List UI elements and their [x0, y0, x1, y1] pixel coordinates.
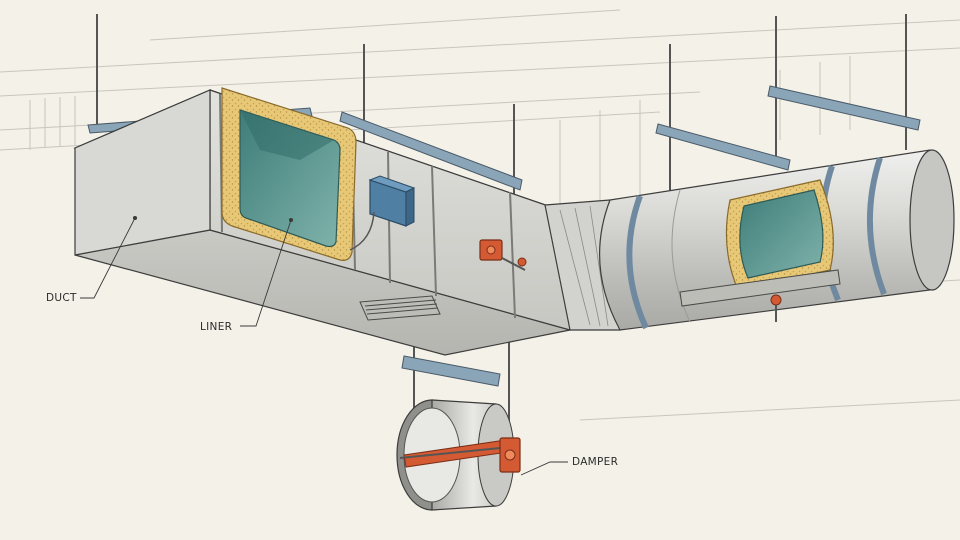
- liner-cutaway: [221, 87, 357, 261]
- callout-leaders: [80, 215, 568, 476]
- duct-label: DUCT: [46, 292, 77, 304]
- junction-box: [349, 175, 416, 251]
- damper-actuator-rect: [479, 239, 527, 271]
- return-grille: [359, 295, 441, 321]
- damper-strut: [401, 355, 501, 387]
- round-damper: [396, 399, 521, 511]
- rect-duct-end: [74, 89, 211, 256]
- liner-label: LINER: [200, 321, 233, 333]
- round-liner-cutaway: [679, 179, 841, 322]
- damper-label: DAMPER: [572, 456, 619, 468]
